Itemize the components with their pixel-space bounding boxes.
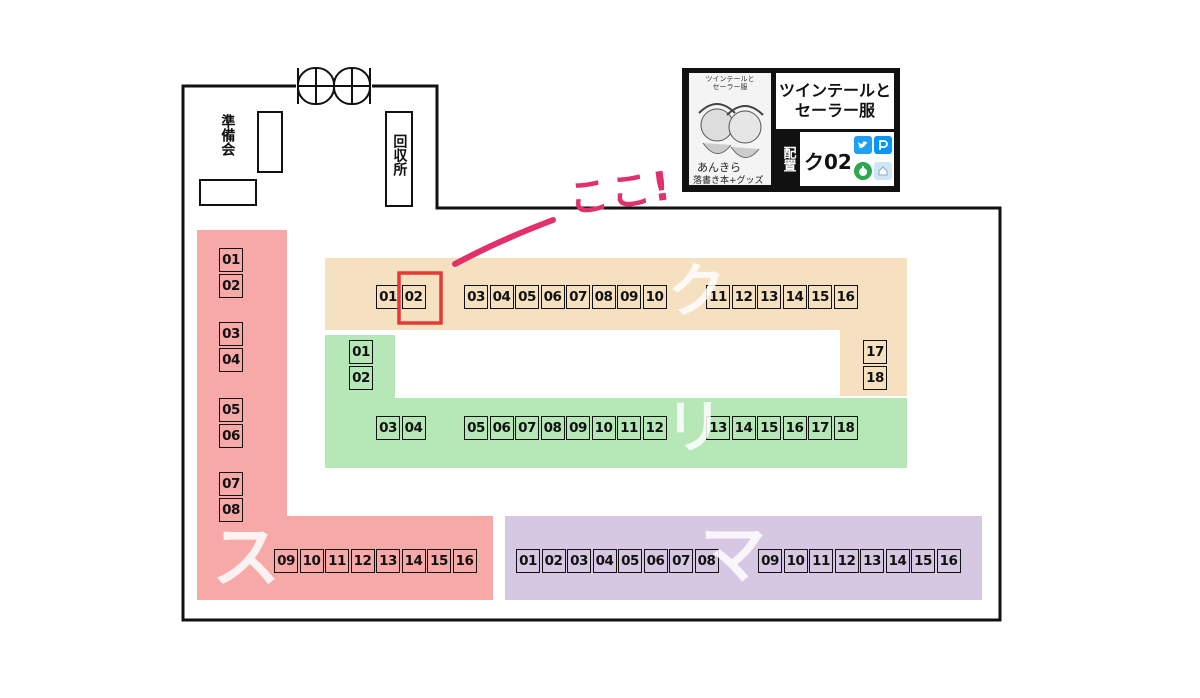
zone-ku-area [325, 258, 907, 396]
home-icon[interactable] [874, 162, 892, 180]
booth-ma-07[interactable]: 07 [669, 549, 693, 573]
booth-ri-05[interactable]: 05 [464, 416, 488, 440]
booth-su-05[interactable]: 05 [219, 398, 243, 422]
zone-su-letter: ス [212, 519, 281, 598]
booth-ku-10[interactable]: 10 [642, 285, 667, 309]
zone-ri-area [325, 335, 907, 468]
booth-ku-17[interactable]: 17 [863, 340, 887, 364]
zone-su-area [197, 230, 493, 600]
booth-ma-06[interactable]: 06 [643, 549, 668, 573]
booth-ma-04[interactable]: 04 [592, 549, 617, 573]
zone-ri-letter: リ [665, 393, 724, 461]
booth-ri-01[interactable]: 01 [349, 340, 373, 364]
placement-box: ク02 [800, 132, 894, 186]
entrance-doors-icon [296, 66, 372, 106]
art-caption-2: 落書き本+グッズ [693, 176, 764, 185]
booth-ku-05[interactable]: 05 [515, 285, 539, 309]
booth-su-07[interactable]: 07 [219, 472, 243, 496]
booth-ri-16[interactable]: 16 [782, 416, 807, 440]
booth-ma-12[interactable]: 12 [834, 549, 859, 573]
zone-ku-letter: ク [668, 257, 727, 325]
booth-su-01[interactable]: 01 [219, 248, 243, 272]
booth-ri-18[interactable]: 18 [833, 416, 858, 440]
booth-ma-05[interactable]: 05 [618, 549, 642, 573]
booth-ku-12[interactable]: 12 [731, 285, 756, 309]
placement-code: ク02 [804, 150, 852, 174]
title-line-1: ツインテールと [778, 81, 891, 100]
booth-ku-07[interactable]: 07 [566, 285, 590, 309]
circle-title: ツインテールと セーラー服 [776, 73, 894, 129]
booth-su-14[interactable]: 14 [401, 549, 426, 573]
booth-ku-03[interactable]: 03 [464, 285, 488, 309]
booth-ri-02[interactable]: 02 [349, 365, 373, 390]
booth-ku-14[interactable]: 14 [782, 285, 807, 309]
booth-su-06[interactable]: 06 [219, 423, 243, 448]
booth-su-13[interactable]: 13 [376, 549, 400, 573]
booth-su-15[interactable]: 15 [427, 549, 451, 573]
booth-ri-14[interactable]: 14 [731, 416, 756, 440]
booth-ma-09[interactable]: 09 [758, 549, 782, 573]
twitter-icon[interactable] [854, 136, 872, 154]
booth-ku-15[interactable]: 15 [808, 285, 832, 309]
booth-ku-02[interactable]: 02 [401, 285, 426, 309]
booth-ma-15[interactable]: 15 [911, 549, 935, 573]
booth-su-11[interactable]: 11 [325, 549, 349, 573]
booth-ri-04[interactable]: 04 [401, 416, 426, 440]
booth-ku-04[interactable]: 04 [489, 285, 514, 309]
booth-su-09[interactable]: 09 [274, 549, 298, 573]
placement-label: 配置 [780, 146, 796, 172]
zone-ma-letter: マ [700, 516, 766, 593]
booth-ku-09[interactable]: 09 [617, 285, 641, 309]
booth-icon[interactable] [854, 162, 872, 180]
booth-su-10[interactable]: 10 [299, 549, 324, 573]
booth-ri-09[interactable]: 09 [566, 416, 590, 440]
booth-ma-08[interactable]: 08 [694, 549, 719, 573]
booth-ri-12[interactable]: 12 [642, 416, 667, 440]
booth-su-08[interactable]: 08 [219, 497, 243, 522]
cover-illustration-icon [689, 73, 771, 185]
booth-ri-03[interactable]: 03 [376, 416, 400, 440]
booth-ri-11[interactable]: 11 [617, 416, 641, 440]
booth-ku-13[interactable]: 13 [757, 285, 781, 309]
booth-ma-01[interactable]: 01 [516, 549, 540, 573]
booth-su-16[interactable]: 16 [452, 549, 477, 573]
booth-ri-07[interactable]: 07 [515, 416, 539, 440]
collection-room-label: 回収所 [391, 134, 408, 176]
booth-ku-06[interactable]: 06 [540, 285, 565, 309]
booth-ma-02[interactable]: 02 [541, 549, 566, 573]
cover-art: ツインテールとセーラー服 あんきら 落書き本+グッズ [689, 73, 771, 185]
booth-ma-03[interactable]: 03 [567, 549, 591, 573]
circle-card: ツインテールとセーラー服 あんきら 落書き本+グッズ ツインテールと セーラー服… [682, 68, 900, 192]
booth-su-03[interactable]: 03 [219, 322, 243, 346]
booth-su-04[interactable]: 04 [219, 347, 243, 372]
prep-room-label: 準備会 [219, 114, 236, 156]
title-line-2: セーラー服 [794, 101, 875, 120]
art-title: ツインテールとセーラー服 [705, 75, 755, 91]
booth-ku-18[interactable]: 18 [863, 365, 887, 390]
booth-ku-11[interactable]: 11 [706, 285, 730, 309]
booth-ma-16[interactable]: 16 [936, 549, 961, 573]
booth-ri-13[interactable]: 13 [706, 416, 730, 440]
art-caption-1: あんきら [697, 161, 741, 174]
booth-ku-16[interactable]: 16 [833, 285, 858, 309]
zone-ma-area [505, 516, 982, 600]
booth-ma-13[interactable]: 13 [860, 549, 884, 573]
booth-su-12[interactable]: 12 [350, 549, 375, 573]
pixiv-icon[interactable] [874, 136, 892, 154]
booth-ku-01[interactable]: 01 [376, 285, 400, 309]
booth-ku-08[interactable]: 08 [591, 285, 616, 309]
booth-su-02[interactable]: 02 [219, 273, 243, 298]
booth-ri-17[interactable]: 17 [808, 416, 832, 440]
booth-ma-11[interactable]: 11 [809, 549, 833, 573]
booth-ma-10[interactable]: 10 [783, 549, 808, 573]
booth-ri-15[interactable]: 15 [757, 416, 781, 440]
booth-ri-06[interactable]: 06 [489, 416, 514, 440]
booth-ri-08[interactable]: 08 [540, 416, 565, 440]
booth-ma-14[interactable]: 14 [885, 549, 910, 573]
booth-ri-10[interactable]: 10 [591, 416, 616, 440]
